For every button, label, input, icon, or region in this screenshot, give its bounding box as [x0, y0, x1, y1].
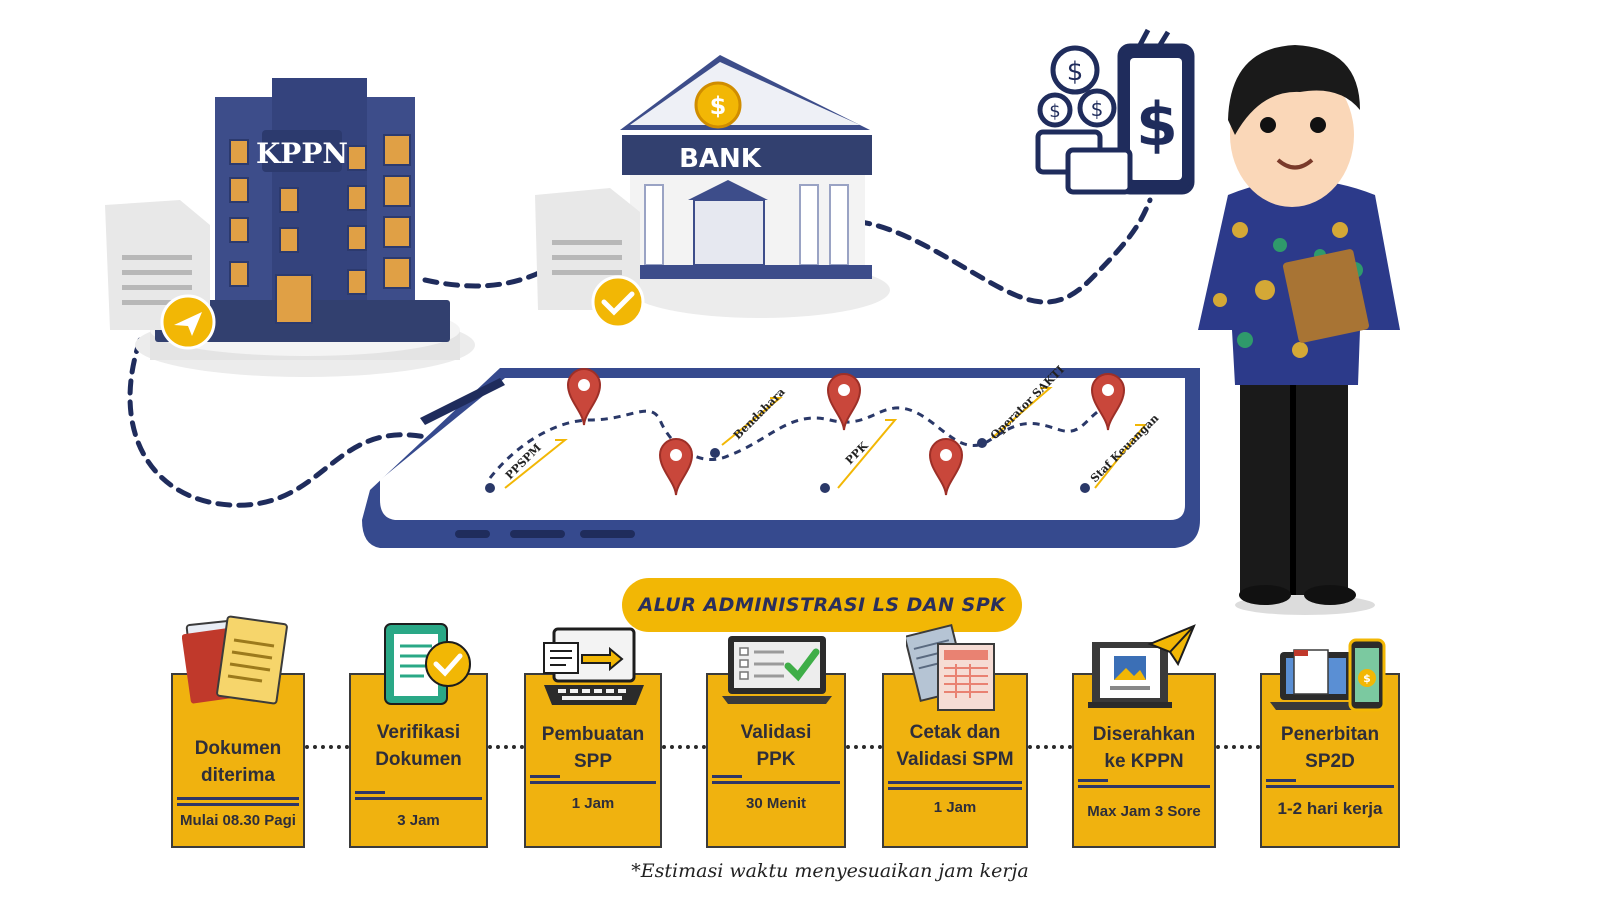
bank-label: BANK	[679, 144, 762, 174]
send-document-icon	[1088, 624, 1196, 708]
flow-title: ALUR ADMINISTRASI LS DAN SPK	[638, 594, 1006, 616]
step-connector	[488, 745, 524, 749]
step-title-line1: Pembuatan	[541, 724, 645, 745]
svg-text:$: $	[1091, 97, 1104, 121]
step-connector	[1028, 745, 1072, 749]
smartphone-route-map: PPSPM Bendahara PPK Operator SAKTI Staf …	[362, 363, 1200, 548]
laptop-transfer-icon	[543, 627, 644, 705]
bank-building-icon: $ BANK	[620, 55, 890, 318]
documents-icon	[182, 615, 288, 705]
kppn-label: KPPN	[256, 137, 348, 170]
step-connector	[846, 745, 882, 749]
step-duration: 1 Jam	[933, 799, 977, 816]
step-duration: Max Jam 3 Sore	[1087, 803, 1201, 820]
step-duration: 1 Jam	[571, 795, 615, 812]
step-title-line2: diterima	[201, 765, 275, 786]
staff-character	[1198, 45, 1400, 615]
step-title-line2: PPK	[756, 749, 796, 770]
svg-text:$: $	[1136, 90, 1178, 160]
checked-document-icon	[384, 623, 471, 705]
step-verifikasi-dokumen: Verifikasi Dokumen 3 Jam	[349, 673, 488, 848]
footnote: *Estimasi waktu menyesuaikan jam kerja	[631, 860, 1029, 882]
svg-text:$: $	[1067, 57, 1084, 87]
step-connector	[1216, 745, 1260, 749]
printed-forms-icon	[906, 623, 995, 711]
path-kppn-bank	[422, 267, 548, 289]
step-title-line2: Dokumen	[375, 749, 462, 770]
step-duration: 30 Menit	[745, 795, 806, 812]
step-title-line2: Validasi SPM	[896, 749, 1014, 770]
mobile-payment-icon: $ $ $ $	[1035, 28, 1195, 195]
step-title-line1: Verifikasi	[376, 722, 461, 743]
step-title-line1: Penerbitan	[1280, 724, 1380, 745]
laptop-checklist-icon	[722, 636, 832, 704]
step-title-line1: Dokumen	[194, 738, 282, 759]
step-title-line1: Validasi	[740, 722, 812, 743]
sent-document-icon	[105, 200, 216, 350]
approved-document-icon	[535, 188, 645, 329]
step-connector	[662, 745, 706, 749]
flow-title-banner: ALUR ADMINISTRASI LS DAN SPK	[622, 578, 1022, 632]
step-title-line1: Diserahkan	[1092, 724, 1196, 745]
svg-text:$: $	[1363, 672, 1371, 685]
laptop-phone-icon: $	[1270, 638, 1386, 712]
svg-text:$: $	[1049, 101, 1060, 122]
step-duration: 1-2 hari kerja	[1277, 799, 1383, 818]
step-duration: 3 Jam	[397, 812, 440, 829]
kppn-building-icon: KPPN	[135, 78, 475, 377]
step-title-line2: SPP	[573, 751, 613, 772]
step-title-line2: ke KPPN	[1104, 751, 1184, 772]
step-duration: Mulai 08.30 Pagi	[180, 812, 296, 829]
step-title-line2: SP2D	[1305, 751, 1355, 772]
svg-text:$: $	[710, 92, 727, 120]
step-title-line1: Cetak dan	[909, 722, 1001, 743]
step-connector	[305, 745, 349, 749]
